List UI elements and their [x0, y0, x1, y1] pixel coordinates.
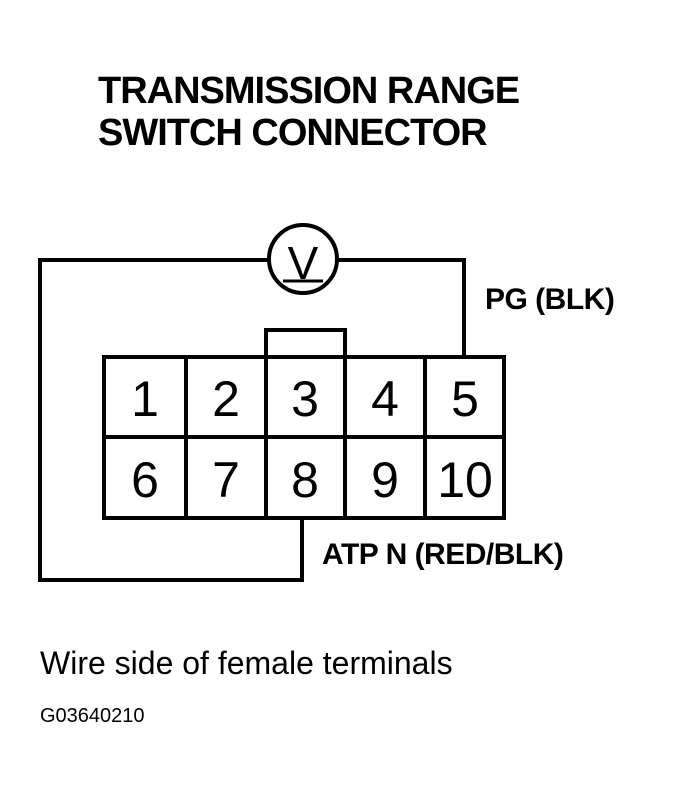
- terminal-7: 7: [212, 452, 240, 508]
- terminal-5: 5: [451, 371, 479, 427]
- diagram-caption: Wire side of female terminals: [40, 645, 453, 681]
- terminal-8: 8: [291, 452, 319, 508]
- connector-lock-tab: [264, 328, 347, 359]
- diagram-title: TRANSMISSION RANGE SWITCH CONNECTOR: [98, 70, 520, 154]
- pg-wire-label: PG (BLK): [485, 283, 615, 316]
- title-line-2: SWITCH CONNECTOR: [98, 112, 488, 154]
- terminal-3: 3: [291, 371, 319, 427]
- voltmeter-icon: V: [267, 223, 339, 295]
- figure-code: G03640210: [40, 705, 145, 727]
- atp-wire-label: ATP N (RED/BLK): [322, 538, 564, 571]
- test-wires: [38, 258, 466, 582]
- title-line-1: TRANSMISSION RANGE: [98, 70, 520, 112]
- terminal-6: 6: [131, 452, 159, 508]
- wire-pg: [338, 258, 466, 356]
- terminal-9: 9: [371, 452, 399, 508]
- terminal-2: 2: [212, 371, 240, 427]
- connector-body: [102, 328, 506, 520]
- terminal-1: 1: [131, 371, 159, 427]
- wire-atp: [38, 258, 304, 582]
- terminal-10: 10: [437, 452, 493, 508]
- terminal-4: 4: [371, 371, 399, 427]
